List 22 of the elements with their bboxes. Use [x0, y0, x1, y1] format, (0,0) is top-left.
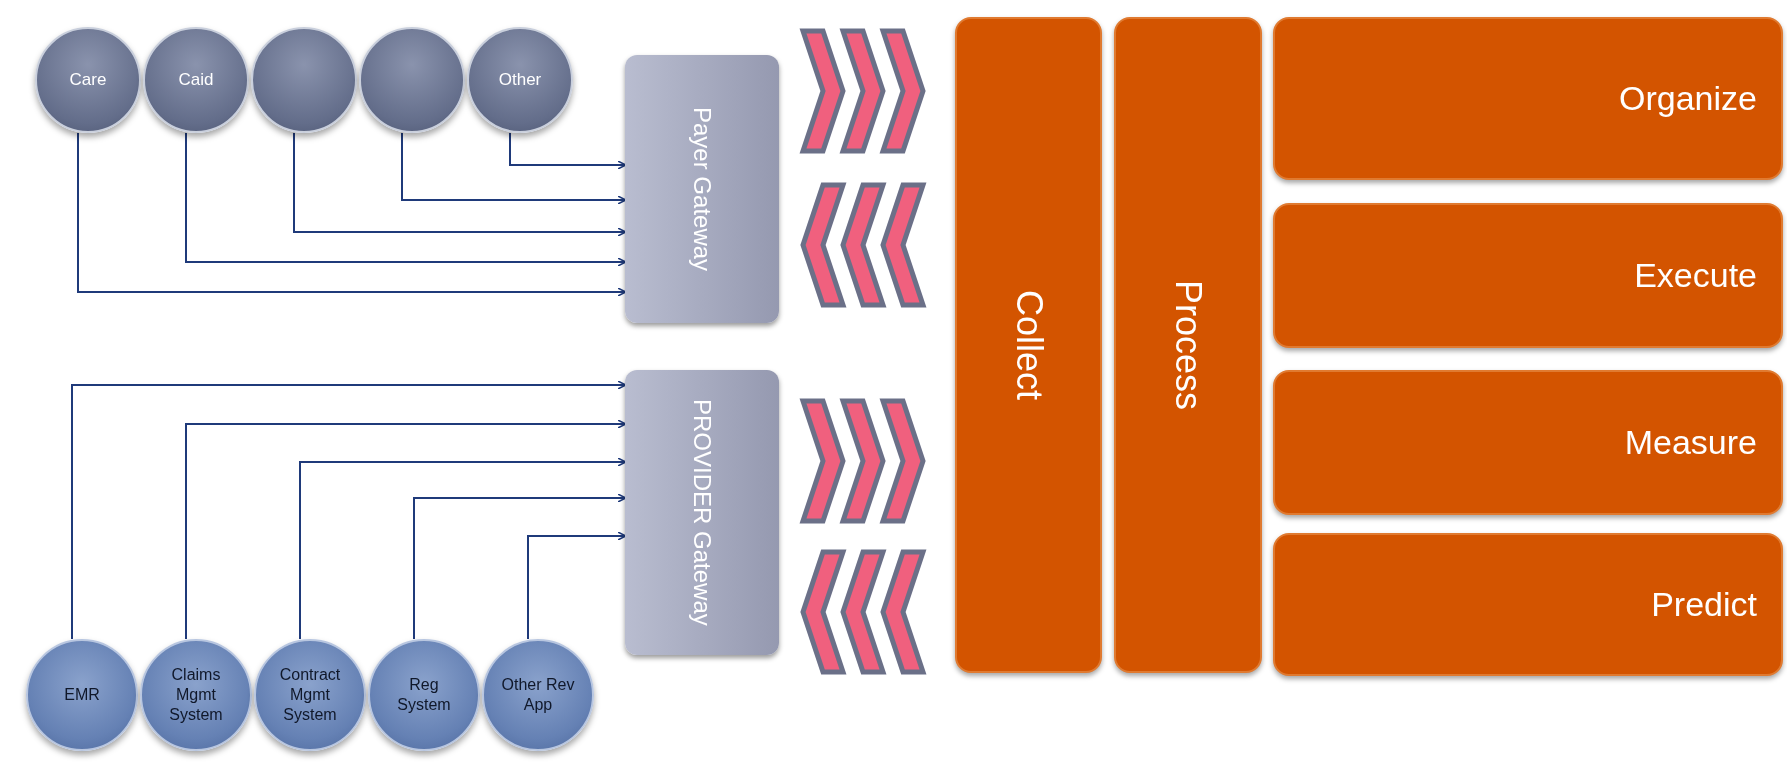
stage-box: Execute — [1273, 203, 1783, 348]
connector-arrow — [71, 380, 627, 640]
gateway-box: PROVIDER Gateway — [625, 370, 779, 655]
connector-arrow — [185, 419, 627, 640]
chevron-arrow — [800, 549, 927, 675]
connector-arrow — [293, 132, 627, 237]
connector-arrow — [299, 457, 627, 640]
connector-arrow — [401, 132, 627, 205]
connector-arrow — [77, 132, 627, 297]
connector-arrow — [185, 132, 627, 267]
stage-box: Organize — [1273, 17, 1783, 180]
stage-box: Measure — [1273, 370, 1783, 515]
chevron-arrow — [800, 182, 927, 308]
connector-arrow — [527, 531, 627, 640]
stage-box: Predict — [1273, 533, 1783, 676]
stage-column: Process — [1114, 17, 1262, 673]
connector-arrow — [509, 132, 627, 170]
chevron-arrow — [799, 28, 926, 154]
stage-column: Collect — [955, 17, 1102, 673]
gateway-box: Payer Gateway — [625, 55, 779, 323]
connector-arrow — [413, 493, 627, 640]
chevron-arrow — [799, 398, 926, 524]
